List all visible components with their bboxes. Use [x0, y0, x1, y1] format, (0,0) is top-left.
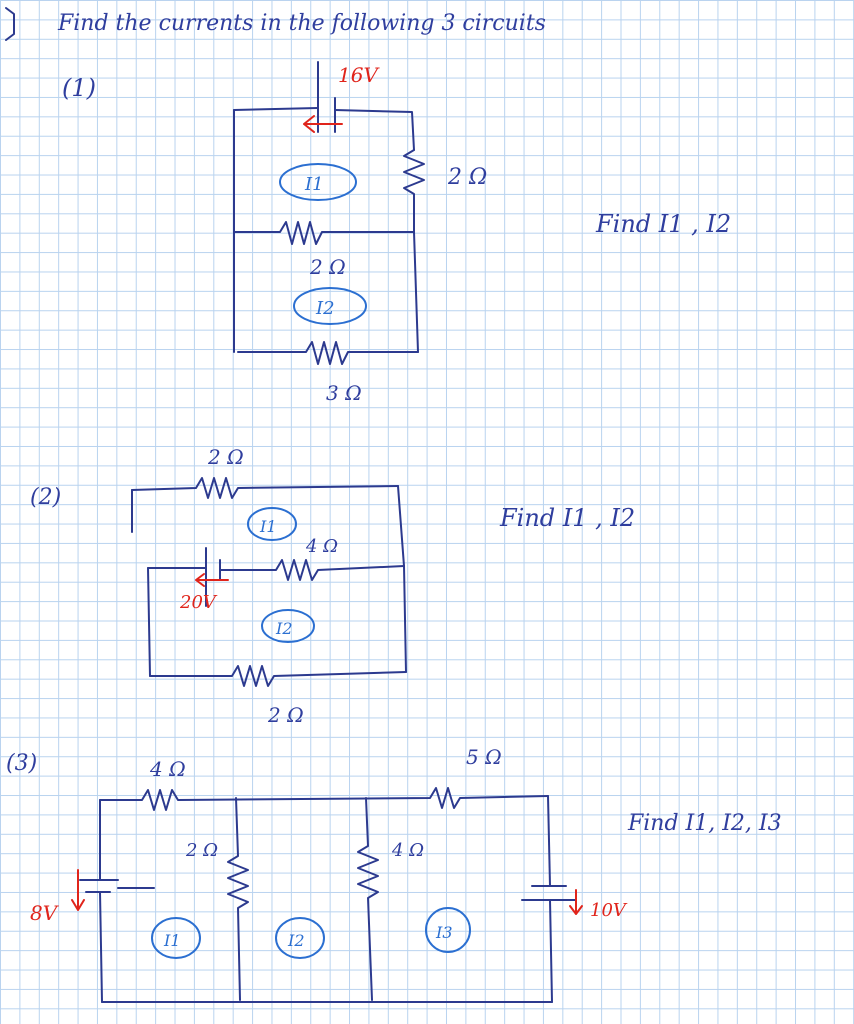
loop-3-label: I3 — [435, 923, 453, 942]
header-title: Find the currents in the following 3 cir… — [57, 11, 546, 36]
resistor-bottom — [149, 665, 407, 687]
resistor-middle — [233, 221, 415, 245]
resistor-middle-label: 4 Ω — [305, 536, 338, 557]
right-wire-lower — [549, 899, 553, 1003]
resistor-top — [131, 477, 399, 499]
loop-2-icon — [293, 287, 367, 325]
battery-right-label: 10V — [590, 900, 628, 921]
corner-bracket — [5, 7, 15, 41]
resistor-bottom-label: 2 Ω — [267, 703, 304, 727]
loop-2-label: I2 — [275, 619, 293, 638]
loop-2-icon — [261, 609, 315, 643]
resistor-middle — [219, 559, 405, 581]
loop-1-icon — [247, 507, 297, 541]
circuit-2-task: Find I1 , I2 — [499, 504, 635, 532]
circuit-2-number: (2) — [30, 485, 61, 510]
battery-arrow-icon — [195, 573, 229, 587]
battery-right-arrow-icon — [569, 889, 583, 915]
resistor-mid-right — [357, 797, 379, 1001]
loop-2-label: I2 — [287, 931, 305, 950]
loop-1-label: I1 — [304, 174, 324, 195]
resistor-right-label: 2 Ω — [447, 165, 487, 190]
resistor-top-right-label: 5 Ω — [466, 745, 502, 769]
resistor-top-left-label: 4 Ω — [149, 757, 186, 781]
loop-1-label: I1 — [259, 517, 277, 536]
top-wire — [233, 107, 415, 151]
loop-1-icon — [151, 917, 201, 959]
right-lower-wire — [413, 231, 419, 353]
loop-2-icon — [275, 917, 325, 959]
battery-arrow-icon — [303, 115, 343, 133]
circuit-3: (3) 4 Ω 5 Ω 8V 2 Ω 4 Ω 10V I1 I2 I3 — [6, 745, 782, 1003]
circuit-2: (2) 2 Ω I1 20V 4 Ω I2 2 Ω Find I1 , I2 — [30, 445, 635, 727]
battery-left-arrow-icon — [71, 869, 85, 911]
left-bottom-wire — [147, 567, 151, 677]
battery-label: 20V — [179, 592, 218, 613]
resistor-right — [403, 149, 425, 233]
circuit-3-task: Find I1, I2, I3 — [627, 811, 782, 836]
resistor-mid-left-label: 2 Ω — [185, 840, 218, 861]
resistor-middle-label: 2 Ω — [309, 255, 346, 279]
right-wire-upper — [547, 795, 551, 887]
circuit-1-task: Find I1 , I2 — [595, 210, 731, 238]
resistor-mid-right-label: 4 Ω — [391, 840, 424, 861]
battery-left-label: 8V — [30, 901, 60, 925]
circuit-1-number: (1) — [62, 74, 96, 102]
top-wire — [99, 787, 549, 811]
resistor-bottom-label: 3 Ω — [326, 381, 362, 405]
circuit-3-number: (3) — [6, 751, 37, 776]
resistor-top-label: 2 Ω — [207, 445, 244, 469]
circuit-1: (1) 16V 2 Ω 2 Ω I1 3 Ω I2 Find I1 , I2 — [62, 61, 731, 405]
resistor-bottom — [237, 341, 419, 365]
left-wire-lower — [99, 891, 103, 1003]
loop-3-icon — [425, 907, 471, 953]
resistor-mid-left — [227, 797, 249, 1001]
right-top-wire — [397, 485, 405, 567]
loop-2-label: I2 — [315, 298, 335, 319]
battery-label: 16V — [338, 63, 380, 87]
loop-1-icon — [279, 163, 357, 201]
right-bottom-wire — [403, 565, 407, 673]
loop-1-label: I1 — [163, 931, 181, 950]
